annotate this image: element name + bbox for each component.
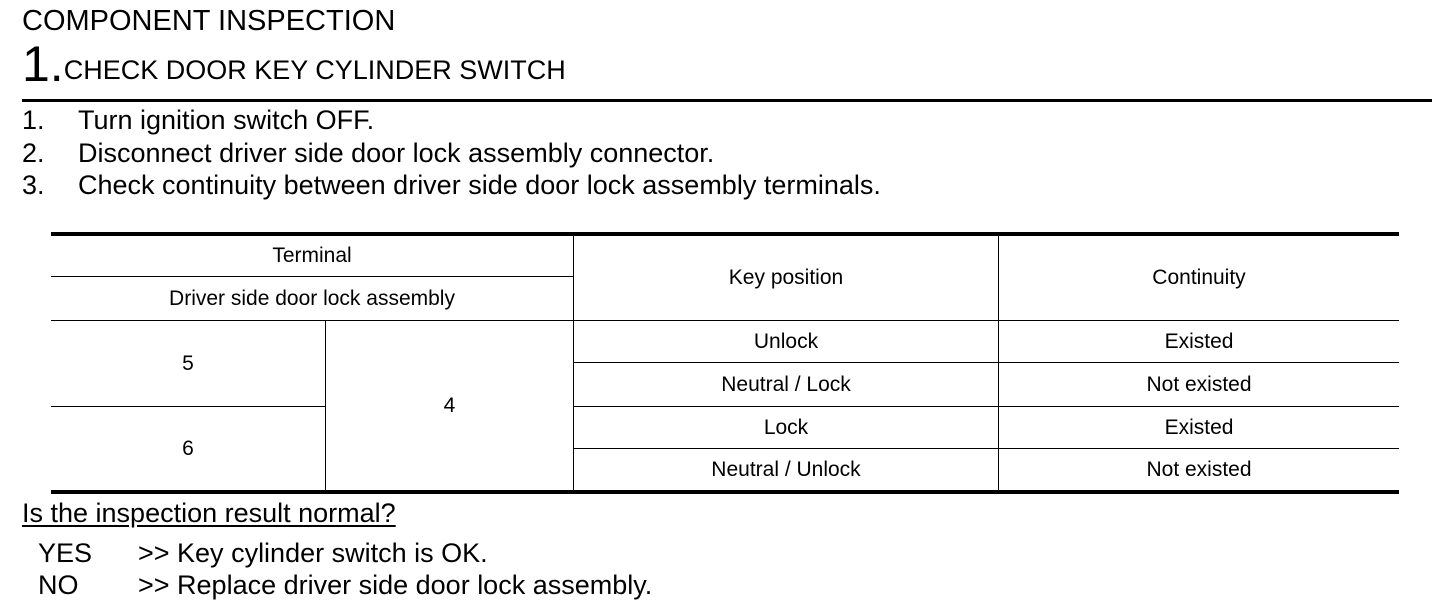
table-bottom-rule [51,490,1399,494]
instruction-item: 1. Turn ignition switch OFF. [22,104,881,137]
answer-text: >> Key cylinder switch is OK. [138,538,488,568]
page-heading: COMPONENT INSPECTION [22,5,396,37]
inspection-question: Is the inspection result normal? [22,498,396,528]
instruction-text: Check continuity between driver side doo… [78,170,881,200]
table-rule [574,406,1399,407]
instruction-text: Turn ignition switch OFF. [78,105,375,135]
instruction-number: 3. [22,170,45,200]
table-rule [51,276,574,277]
table-rule [574,448,1399,449]
table-column-rule [573,235,574,491]
continuity-cell: Not existed [1146,372,1252,396]
answer-list: YES >> Key cylinder switch is OK. NO >> Re… [38,537,652,601]
instruction-number: 2. [22,137,45,168]
continuity-cell: Existed [1164,415,1234,439]
table-column-rule [325,320,326,491]
answer-yes: YES >> Key cylinder switch is OK. [38,537,652,569]
answer-no: NO >> Replace driver side door lock assem… [38,569,652,601]
table-rule [51,406,325,407]
answer-key: NO [38,570,79,600]
step-title: CHECK DOOR KEY CYLINDER SWITCH [63,55,566,85]
key-position-cell: Neutral / Unlock [711,457,861,481]
table-header-bottom-rule [51,320,1399,321]
continuity-table: Terminal Driver side door lock assembly … [51,232,1399,495]
answer-key: YES [38,538,93,568]
step-number: 1. [22,36,64,92]
terminal-b-cell: 4 [443,393,456,417]
terminal-a-cell: 5 [182,351,194,375]
terminal-a-cell: 6 [182,436,194,460]
table-rule [574,362,1399,363]
key-position-cell: Lock [763,415,809,439]
table-column-rule [998,235,999,491]
continuity-cell: Not existed [1146,457,1252,481]
answer-text: >> Replace driver side door lock assembl… [138,570,653,600]
instruction-item: 2. Disconnect driver side door lock assem… [22,137,881,170]
title-divider [22,99,1432,102]
instruction-number: 1. [22,105,45,135]
instruction-item: 3. Check continuity between driver side d… [22,169,881,202]
table-top-rule [51,232,1399,236]
header-terminal: Terminal [272,244,352,267]
step-title-row: 1.CHECK DOOR KEY CYLINDER SWITCH [22,38,566,90]
key-position-cell: Neutral / Lock [721,372,851,396]
instruction-list: 1. Turn ignition switch OFF. 2. Disconnect… [22,104,881,202]
instruction-text: Disconnect driver side door lock assembl… [78,137,715,168]
header-key-position: Key position [728,266,844,289]
header-assembly: Driver side door lock assembly [169,286,455,310]
continuity-cell: Existed [1164,329,1234,353]
key-position-cell: Unlock [753,329,819,353]
header-continuity: Continuity [1152,266,1246,289]
